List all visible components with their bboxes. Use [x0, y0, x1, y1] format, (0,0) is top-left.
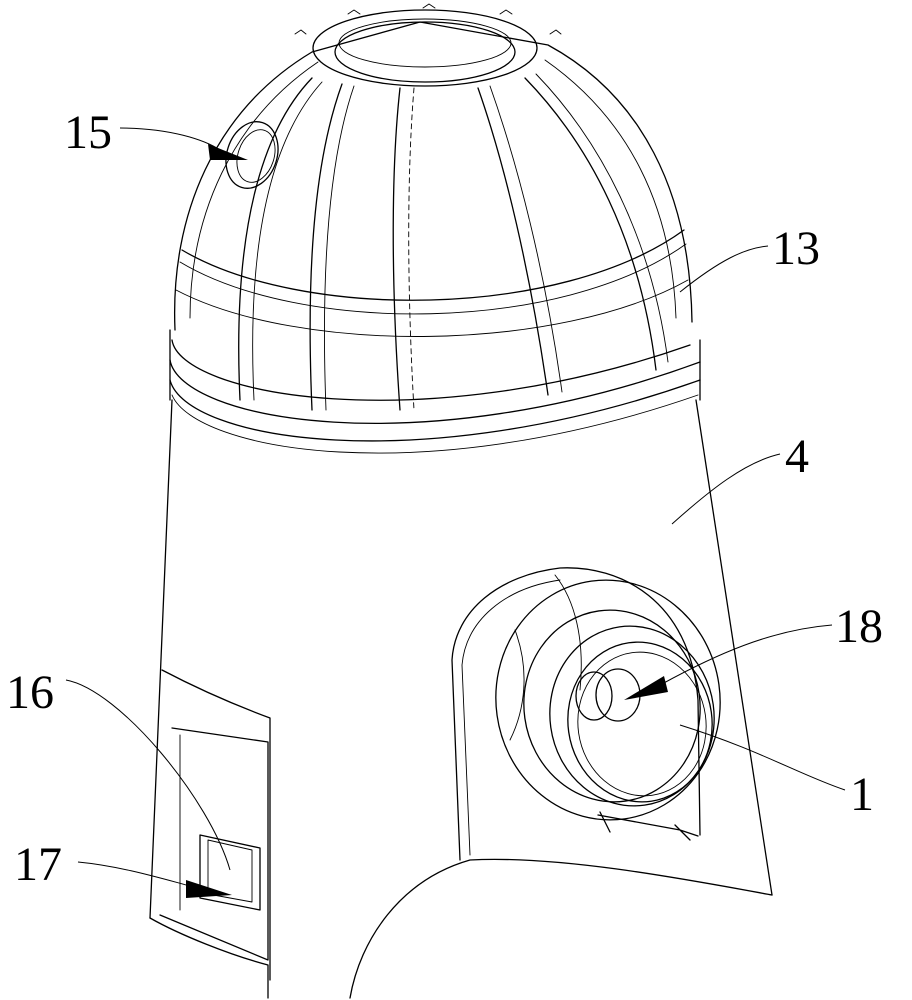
conical-body	[149, 399, 773, 999]
callout-label-16: 16	[6, 666, 54, 719]
callout-16: 16	[6, 666, 231, 871]
callout-15: 15	[64, 106, 248, 160]
arrowhead-icon	[624, 676, 668, 700]
callout-label-1: 1	[850, 768, 874, 821]
nozzle-boss	[451, 567, 721, 861]
callout-17: 17	[14, 838, 232, 898]
callout-18: 18	[624, 600, 883, 700]
callout-13: 13	[679, 222, 820, 293]
arrowhead-icon	[208, 144, 248, 160]
callout-label-13: 13	[772, 222, 820, 275]
dome-cover	[169, 3, 701, 454]
callout-label-4: 4	[785, 430, 809, 483]
arrowhead-icon	[186, 880, 232, 898]
callout-1: 1	[679, 724, 874, 821]
callout-4: 4	[671, 430, 809, 525]
callout-label-15: 15	[64, 106, 112, 159]
callout-label-17: 17	[14, 838, 62, 891]
callout-label-18: 18	[835, 600, 883, 653]
